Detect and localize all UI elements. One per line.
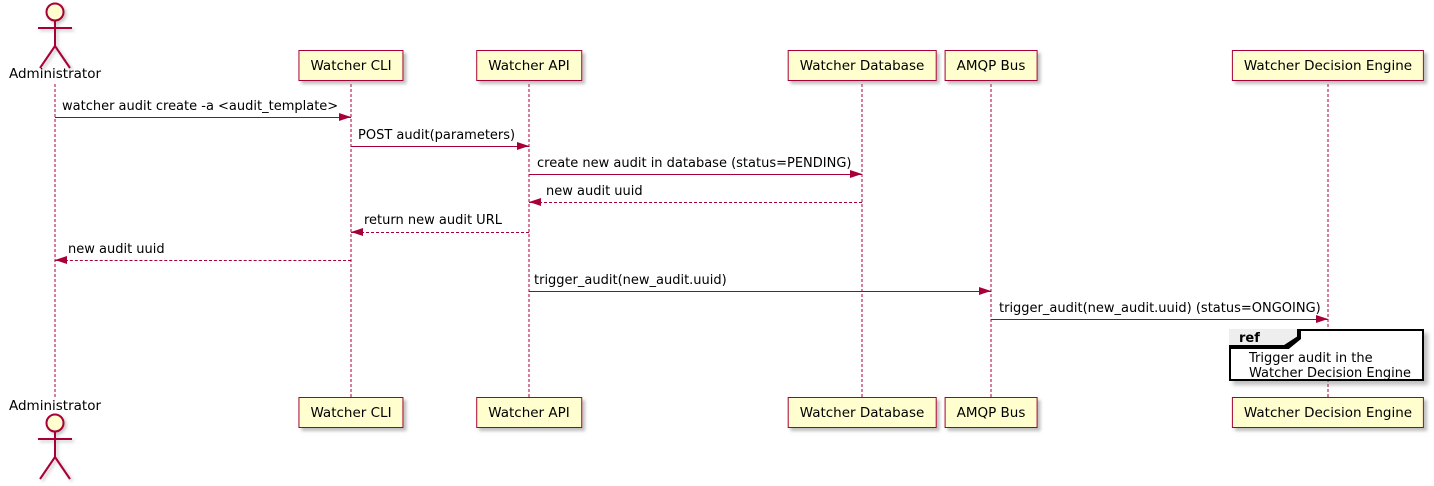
message-7-line bbox=[529, 291, 991, 292]
message-2-line bbox=[351, 146, 529, 147]
watcher-cli-top-box: Watcher CLI bbox=[298, 50, 404, 81]
administrator-lifeline bbox=[54, 84, 56, 397]
message-8-arrowhead-icon bbox=[1316, 315, 1328, 323]
message-6-line bbox=[55, 260, 351, 261]
message-4-label: new audit uuid bbox=[546, 184, 643, 199]
message-4-arrowhead-icon bbox=[529, 198, 541, 206]
administrator-bottom-label: Administrator bbox=[8, 398, 102, 414]
message-5-label: return new audit URL bbox=[364, 213, 502, 228]
watcher-database-lifeline bbox=[861, 84, 863, 397]
message-1-line bbox=[55, 117, 351, 118]
watcher-api-bottom-box: Watcher API bbox=[476, 397, 582, 428]
watcher-decision-engine-bottom-box: Watcher Decision Engine bbox=[1231, 397, 1425, 428]
watcher-api-lifeline bbox=[528, 84, 530, 397]
message-3-label: create new audit in database (status=PEN… bbox=[537, 156, 852, 171]
message-7-arrowhead-icon bbox=[979, 287, 991, 295]
amqp-bus-top-box: AMQP Bus bbox=[944, 50, 1038, 81]
watcher-database-bottom-box: Watcher Database bbox=[787, 397, 937, 428]
message-6-arrowhead-icon bbox=[55, 256, 67, 264]
watcher-decision-engine-lifeline bbox=[1327, 84, 1329, 397]
ref-keyword: ref bbox=[1239, 331, 1260, 346]
message-6-label: new audit uuid bbox=[68, 242, 165, 257]
message-2-label: POST audit(parameters) bbox=[358, 128, 516, 143]
ref-text-line-1: Trigger audit in the bbox=[1249, 351, 1373, 366]
administrator-top-label: Administrator bbox=[8, 66, 102, 82]
ref-tab-fill bbox=[1229, 329, 1297, 345]
watcher-database-top-box: Watcher Database bbox=[787, 50, 937, 81]
ref-fragment: ref Trigger audit in the Watcher Decisio… bbox=[1229, 329, 1424, 381]
message-5-line bbox=[351, 232, 529, 233]
ref-body: Trigger audit in the Watcher Decision En… bbox=[1249, 351, 1422, 381]
message-3-arrowhead-icon bbox=[850, 170, 862, 178]
message-3-line bbox=[529, 174, 862, 175]
message-4-line bbox=[529, 202, 862, 203]
message-2-arrowhead-icon bbox=[517, 142, 529, 150]
watcher-cli-lifeline bbox=[350, 84, 352, 397]
message-1-arrowhead-icon bbox=[339, 113, 351, 121]
message-8-label: trigger_audit(new_audit.uuid) (status=ON… bbox=[999, 301, 1321, 316]
amqp-bus-lifeline bbox=[990, 84, 992, 397]
message-5-arrowhead-icon bbox=[351, 228, 363, 236]
message-8-line bbox=[991, 319, 1328, 320]
amqp-bus-bottom-box: AMQP Bus bbox=[944, 397, 1038, 428]
watcher-decision-engine-top-box: Watcher Decision Engine bbox=[1231, 50, 1425, 81]
administrator-actor-icon bbox=[38, 2, 72, 69]
ref-text-line-2: Watcher Decision Engine bbox=[1249, 366, 1411, 381]
administrator-actor-icon-bottom bbox=[38, 413, 72, 480]
watcher-cli-bottom-box: Watcher CLI bbox=[298, 397, 404, 428]
watcher-api-top-box: Watcher API bbox=[476, 50, 582, 81]
message-1-label: watcher audit create -a <audit_template> bbox=[62, 99, 339, 114]
message-7-label: trigger_audit(new_audit.uuid) bbox=[534, 273, 727, 288]
